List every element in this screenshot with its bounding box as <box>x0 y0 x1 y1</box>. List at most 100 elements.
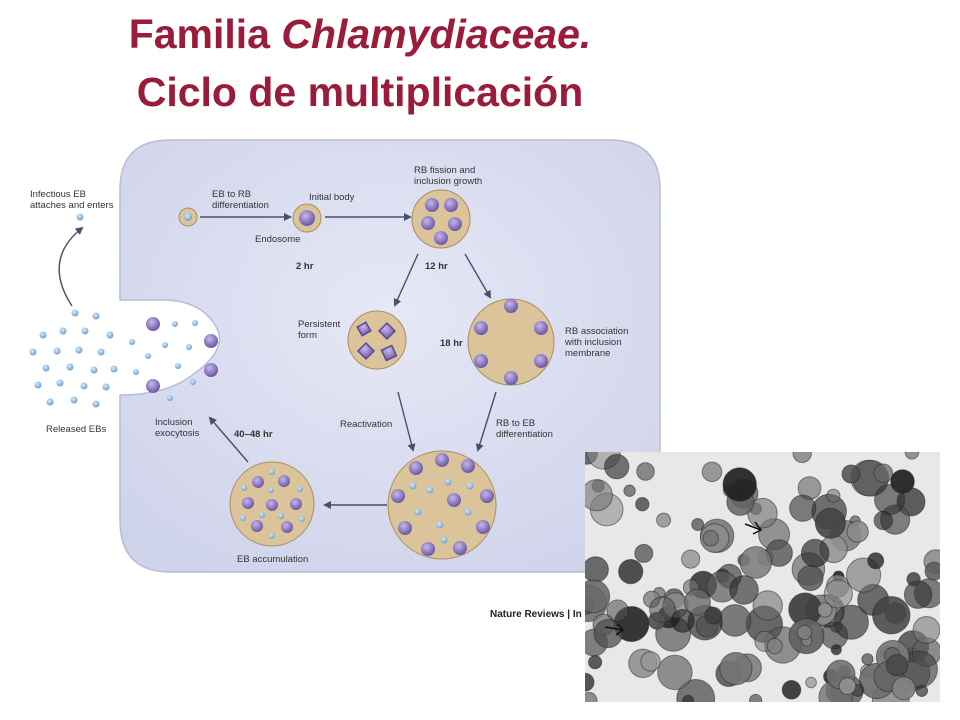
label-infectious-eb: Infectious EB <box>30 189 86 200</box>
credit-nature-reviews: Nature Reviews | In <box>490 609 582 620</box>
label-eb-to-rb: EB to RB <box>212 189 251 200</box>
micrograph-particle <box>656 512 672 528</box>
micrograph-particle <box>766 638 783 655</box>
micrograph-particle <box>702 529 719 547</box>
micrograph-particle <box>817 602 833 618</box>
micrograph-particle <box>792 452 812 464</box>
arrow-rb-to-eb <box>475 391 497 452</box>
micrograph-particle <box>604 453 630 480</box>
micrograph-particle <box>649 596 676 623</box>
micrograph-particles <box>585 452 940 702</box>
label-exocytosis: exocytosis <box>155 428 200 439</box>
micrograph-particle <box>800 538 830 568</box>
label-rb-association: RB association <box>565 326 628 337</box>
time-40-48hr: 40–48 hr <box>234 429 273 440</box>
micrograph-arrow-2 <box>744 521 763 535</box>
micrograph-particle <box>797 564 824 592</box>
micrograph-particle <box>636 462 655 481</box>
micrograph-particle <box>846 520 869 543</box>
micrograph-particle <box>833 604 869 640</box>
micrograph-particle <box>841 464 861 484</box>
micrograph-particle <box>874 484 906 516</box>
micrograph-particle <box>681 549 701 569</box>
arrow-to-association <box>464 253 492 299</box>
micrograph-particle <box>823 579 853 609</box>
cycle-arrows <box>58 213 497 509</box>
label-rb-fission: RB fission and <box>414 165 475 176</box>
micrograph-particle <box>912 616 940 644</box>
micrograph-particle <box>618 559 644 585</box>
micrograph-particle <box>718 604 752 637</box>
time-12hr: 12 hr <box>425 261 448 272</box>
micrograph-particle <box>682 694 695 702</box>
micrograph-particle <box>924 561 940 581</box>
title-family-name: Chlamydiaceae. <box>281 11 592 57</box>
slide-title-line-2: Ciclo de multiplicación <box>136 69 584 115</box>
micrograph-particle <box>739 546 773 579</box>
micrograph-particle <box>861 653 874 666</box>
micrograph-particle <box>796 624 813 641</box>
micrograph-particle <box>719 652 753 686</box>
micrograph-arrow-1 <box>604 623 625 636</box>
micrograph-particle <box>585 556 609 583</box>
label-persistent-form: form <box>298 330 317 341</box>
label-persistent: Persistent <box>298 319 341 330</box>
label-eb-accumulation: EB accumulation <box>237 554 308 565</box>
arrow-reinfection <box>58 226 84 307</box>
micrograph-particle <box>683 588 711 616</box>
released-ebs <box>29 309 118 408</box>
label-inclusion-growth: inclusion growth <box>414 176 482 187</box>
inclusion-eb-accumulation <box>229 461 315 547</box>
micrograph-particle <box>691 518 705 531</box>
inclusion-12hr <box>411 189 471 249</box>
micrograph-particle <box>585 672 595 692</box>
micrograph-particle <box>873 463 894 484</box>
micrograph-particle <box>805 676 817 689</box>
arrow-reactivation <box>397 391 416 452</box>
arrow-to-persistent <box>393 253 419 307</box>
micrograph-particle <box>830 644 842 656</box>
micrograph-particle <box>722 467 757 502</box>
initial-body-rb <box>299 210 315 226</box>
time-2hr: 2 hr <box>296 261 314 272</box>
label-membrane: membrane <box>565 348 610 359</box>
micrograph-particle <box>640 651 661 672</box>
slide-title-line-1: Familia Chlamydiaceae. <box>0 10 720 58</box>
micrograph-particle <box>752 590 783 621</box>
micrograph-particle <box>789 494 817 522</box>
micrograph-particle <box>873 510 893 531</box>
micrograph-particle <box>585 691 598 702</box>
persistent-form <box>347 310 407 370</box>
micrograph-particle <box>606 599 629 622</box>
micrograph-particle <box>585 479 613 512</box>
micrograph-particle <box>701 461 723 483</box>
label-inclusion: Inclusion <box>155 417 193 428</box>
inclusion-rb-to-eb <box>387 450 497 560</box>
label-endosome: Endosome <box>255 234 300 245</box>
label-initial-body: Initial body <box>309 192 355 203</box>
micrograph-particle <box>635 497 650 512</box>
exocytosis-contents <box>129 317 218 401</box>
label-rb-to-eb: RB to EB <box>496 418 535 429</box>
micrograph-particle <box>838 677 857 695</box>
micrograph-particle <box>585 579 611 614</box>
title-prefix: Familia <box>128 11 282 57</box>
time-18hr: 18 hr <box>440 338 463 349</box>
label-attaches-enters: attaches and enters <box>30 200 114 211</box>
micrograph-particle <box>814 507 846 539</box>
micrograph-particle <box>903 580 933 609</box>
infectious-eb <box>76 213 84 221</box>
micrograph-particle <box>623 484 636 497</box>
micrograph-particle <box>872 596 911 635</box>
label-with-inclusion: with inclusion <box>564 337 622 348</box>
micrograph-particle <box>749 693 763 702</box>
electron-micrograph <box>585 452 940 702</box>
arrow-to-exocytosis <box>208 416 249 463</box>
micrograph-arrows <box>604 521 763 636</box>
label-rb-to-eb-differentiation: differentiation <box>496 429 553 440</box>
micrograph-particle <box>867 552 885 570</box>
micrograph-particle <box>904 452 920 460</box>
inclusion-18hr <box>467 298 555 386</box>
label-eb-to-rb-differentiation: differentiation <box>212 200 269 211</box>
